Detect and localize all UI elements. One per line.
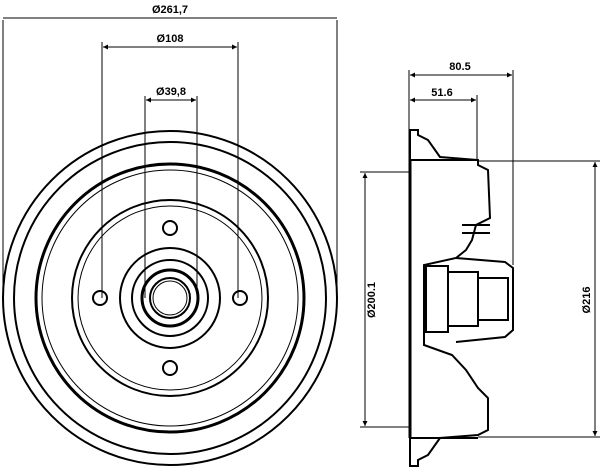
bolt-hole — [162, 360, 178, 376]
drum-inner-ring — [34, 162, 306, 434]
rim-ring — [13, 141, 327, 455]
front-view: Ø261,7 Ø108 Ø39,8 — [2, 4, 338, 466]
dim-outer-diameter: Ø261,7 — [152, 4, 188, 16]
dim-center-bore: Ø39,8 — [156, 86, 186, 98]
dim-flange-diameter: Ø216 — [581, 287, 593, 314]
side-view: 80.5 51.6 Ø200.1 Ø216 — [360, 61, 600, 467]
hub-outer — [119, 247, 221, 349]
dim-bolt-circle: Ø108 — [157, 33, 184, 45]
dim-drum-depth: 51.6 — [431, 87, 452, 99]
dim-total-height: 80.5 — [449, 61, 470, 73]
drum-section — [409, 129, 492, 467]
bolt-hole — [92, 290, 108, 306]
center-bore — [149, 277, 191, 319]
hub-section — [455, 257, 514, 343]
bolt-hole — [162, 220, 178, 236]
bolt-hole — [232, 290, 248, 306]
dim-inner-diameter: Ø200.1 — [366, 282, 378, 318]
outer-rim — [2, 130, 338, 466]
bolt-holes — [92, 220, 248, 376]
